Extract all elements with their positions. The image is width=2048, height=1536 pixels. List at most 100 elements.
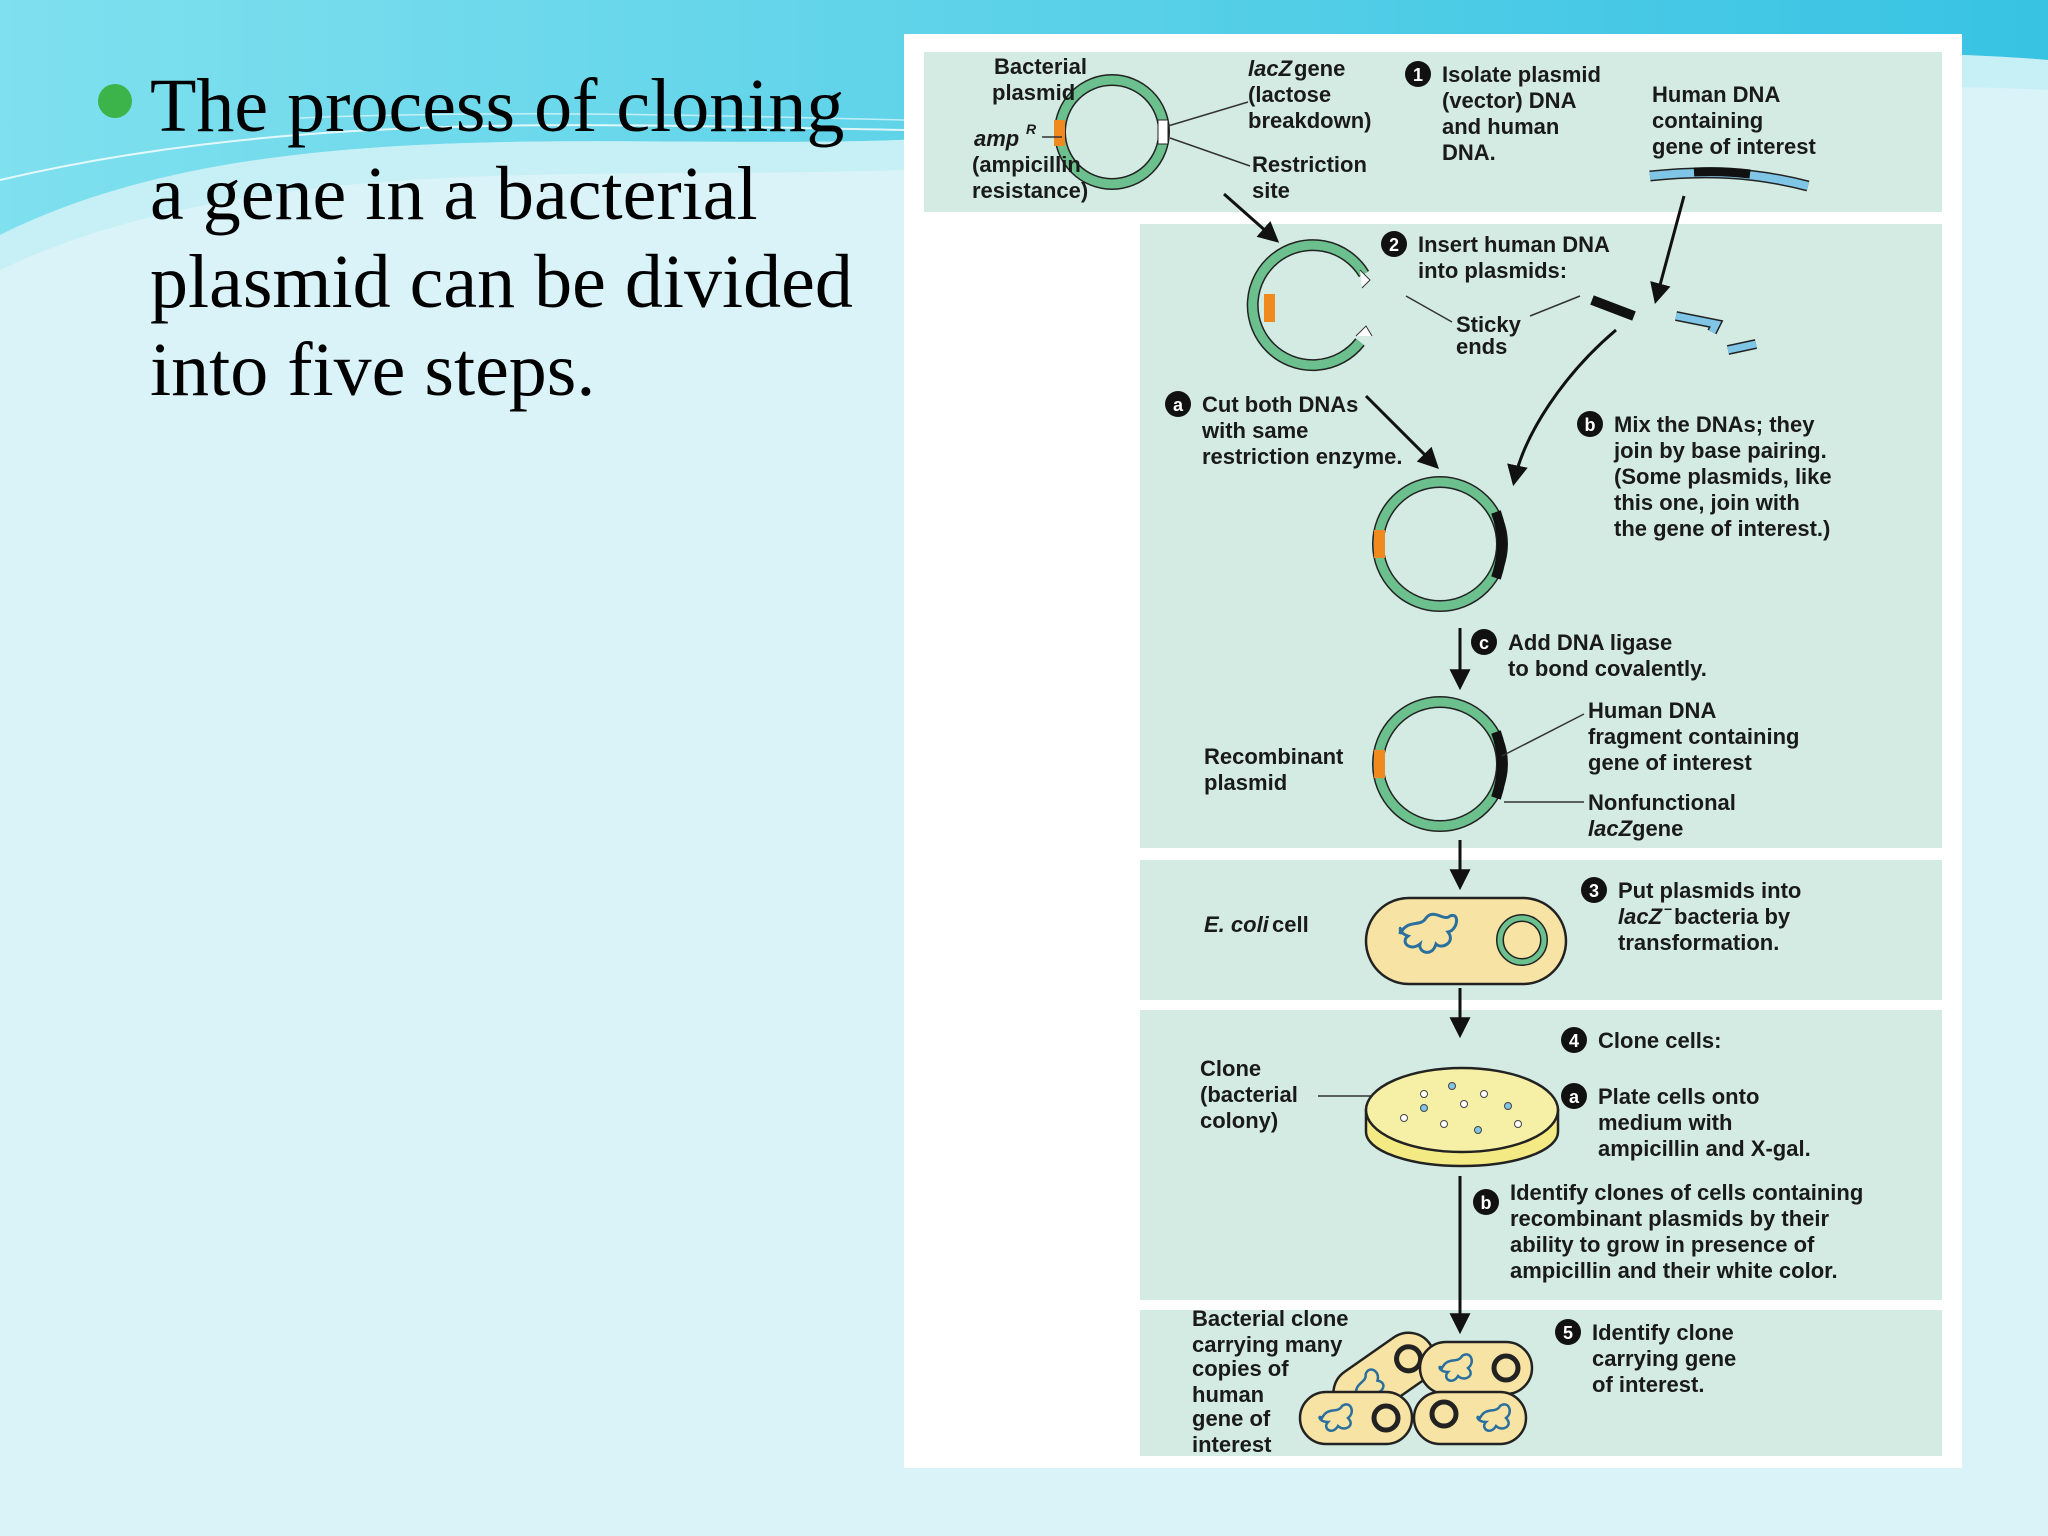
step3-number: 3: [1589, 881, 1599, 901]
recombinant-label-2: plasmid: [1204, 770, 1287, 795]
step2b-text-3: (Some plasmids, like: [1614, 464, 1832, 489]
label-restriction: Restriction: [1252, 152, 1367, 177]
clone-copies-label-1: Bacterial clone: [1192, 1306, 1349, 1331]
step2-text-1: Insert human DNA: [1418, 232, 1610, 257]
step2a-badge: [1165, 391, 1191, 417]
step5-text-3: of interest.: [1592, 1372, 1704, 1397]
clone-copies-label-6: interest: [1192, 1432, 1272, 1457]
nonfunctional-label: Nonfunctional: [1588, 790, 1736, 815]
step2a-letter: a: [1173, 395, 1184, 415]
label-lacz: lacZ: [1248, 56, 1294, 81]
step5-number: 5: [1563, 1323, 1573, 1343]
step4a-letter: a: [1569, 1087, 1580, 1107]
step2b-badge: [1577, 411, 1603, 437]
step4b-badge: [1473, 1189, 1499, 1215]
panel-step4: [1140, 1010, 1942, 1300]
step3-text-2: bacteria by: [1674, 904, 1791, 929]
step1-text-4: DNA.: [1442, 140, 1496, 165]
step2a-text-3: restriction enzyme.: [1202, 444, 1403, 469]
wave-line-2: [299, 113, 905, 121]
step2a-text-2: with same: [1201, 418, 1308, 443]
step2b-text-5: the gene of interest.): [1614, 516, 1830, 541]
label-site: site: [1252, 178, 1290, 203]
bullet-icon: [98, 84, 132, 118]
cut-plasmid: [1246, 239, 1373, 372]
recombinant-insert-segment: [1491, 730, 1507, 800]
step3-number-badge: [1581, 877, 1607, 903]
clone-copies-label-2: carrying many: [1192, 1332, 1343, 1357]
step4b-text-4: ampicillin and their white color.: [1510, 1258, 1838, 1283]
step1-text-3: and human: [1442, 114, 1559, 139]
step1-number-badge: [1405, 61, 1431, 87]
step2c-text-1: Add DNA ligase: [1508, 630, 1672, 655]
ampr-marker-joined: [1374, 530, 1385, 558]
ecoli-cell-icon: [1364, 896, 1568, 986]
step2-text-2: into plasmids:: [1418, 258, 1567, 283]
leftover-human-dna: [1675, 311, 1758, 355]
gene-of-interest-segment: [1693, 167, 1751, 179]
label-resistance: resistance): [972, 178, 1088, 203]
gene-cloning-diagram: Bacterial plasmid amp R (ampicillin resi…: [904, 34, 1962, 1468]
fragment-label-2: fragment containing: [1588, 724, 1799, 749]
step5-number-badge: [1555, 1319, 1581, 1345]
ampr-marker-cut: [1264, 294, 1275, 322]
step2a-text-1: Cut both DNAs: [1202, 392, 1358, 417]
panel-step5: [1140, 1310, 1942, 1456]
step2b-text-4: this one, join with: [1614, 490, 1800, 515]
label-lactose: (lactose: [1248, 82, 1331, 107]
ecoli-label: E. coli: [1204, 912, 1270, 937]
ecoli-cell-label: cell: [1272, 912, 1309, 937]
panel-step2: [1140, 224, 1942, 848]
cut-human-dna-fragment: [1590, 295, 1636, 321]
step1-text-2: (vector) DNA: [1442, 88, 1577, 113]
ampr-marker-recombinant: [1374, 750, 1385, 778]
bullet-text: The process of cloning a gene in a bacte…: [150, 64, 853, 412]
bacterial-clone-cells: [1298, 1331, 1534, 1446]
step4b-text-2: recombinant plasmids by their: [1510, 1206, 1830, 1231]
step2b-letter: b: [1585, 415, 1596, 435]
clone-label-3: colony): [1200, 1108, 1278, 1133]
clone-copies-label-5: gene of: [1192, 1406, 1271, 1431]
step4b-text-3: ability to grow in presence of: [1510, 1232, 1815, 1257]
step4a-text-3: ampicillin and X-gal.: [1598, 1136, 1811, 1161]
nonfunctional-lacz: lacZ: [1588, 816, 1634, 841]
step3-lacz: lacZ: [1618, 904, 1664, 929]
label-plasmid: plasmid: [992, 80, 1075, 105]
label-breakdown: breakdown): [1248, 108, 1371, 133]
petri-dish-icon: [1364, 1066, 1560, 1168]
step4b-letter: b: [1481, 1193, 1492, 1213]
step4-number-badge: [1561, 1027, 1587, 1053]
step1-number: 1: [1413, 65, 1423, 85]
recombinant-label-1: Recombinant: [1204, 744, 1344, 769]
sticky-label: Sticky: [1456, 312, 1522, 337]
nonfunctional-gene: gene: [1632, 816, 1683, 841]
step3-text-3: transformation.: [1618, 930, 1779, 955]
step1-text-1: Isolate plasmid: [1442, 62, 1601, 87]
clone-label-1: Clone: [1200, 1056, 1261, 1081]
step2b-text-2: join by base pairing.: [1613, 438, 1827, 463]
ampr-gene-marker: [1054, 120, 1065, 146]
lacz-restriction-marker: [1157, 119, 1169, 145]
step2-number: 2: [1389, 235, 1399, 255]
label-bacterial: Bacterial: [994, 54, 1087, 79]
clone-copies-label-3: copies of: [1192, 1356, 1289, 1381]
inserted-gene-segment: [1491, 510, 1507, 580]
human-dna-label-1: Human DNA: [1652, 82, 1780, 107]
fragment-label-1: Human DNA: [1588, 698, 1716, 723]
original-plasmid: [1054, 74, 1170, 190]
step2-number-badge: [1381, 231, 1407, 257]
recombinant-plasmid: [1372, 696, 1508, 832]
step2c-text-2: to bond covalently.: [1508, 656, 1707, 681]
ends-label: ends: [1456, 334, 1507, 359]
joined-plasmid: [1372, 476, 1508, 612]
fragment-label-3: gene of interest: [1588, 750, 1752, 775]
step4b-text-1: Identify clones of cells containing: [1510, 1180, 1863, 1205]
step2c-letter: c: [1479, 633, 1489, 653]
slide-body: The process of cloning a gene in a bacte…: [92, 62, 882, 414]
step3-text-1: Put plasmids into: [1618, 878, 1801, 903]
step4a-badge: [1561, 1083, 1587, 1109]
step4-number: 4: [1569, 1031, 1579, 1051]
step4a-text-1: Plate cells onto: [1598, 1084, 1759, 1109]
human-dna-label-3: gene of interest: [1652, 134, 1816, 159]
step4-title: Clone cells:: [1598, 1028, 1721, 1053]
